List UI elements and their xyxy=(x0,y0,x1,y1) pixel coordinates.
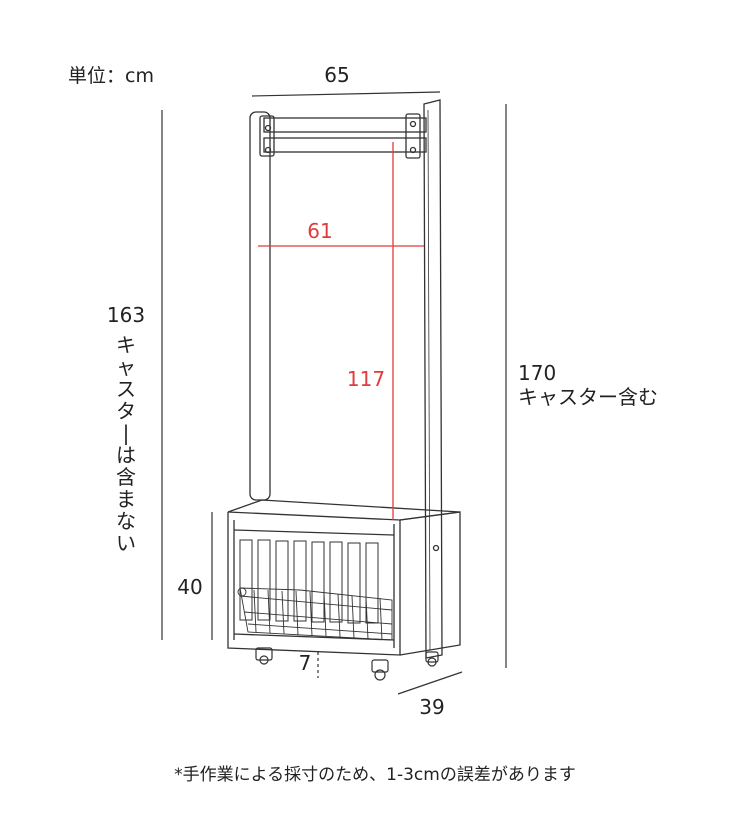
slats xyxy=(239,539,379,624)
depth-label: 39 xyxy=(419,695,444,719)
vertical-char: 含 xyxy=(116,465,136,489)
vertical-char: ス xyxy=(116,377,136,401)
vertical-char: い xyxy=(116,531,136,555)
vertical-char: | xyxy=(122,421,130,445)
vertical-char: ま xyxy=(116,487,136,511)
width-inner-label: 61 xyxy=(307,219,332,243)
vertical-char: ャ xyxy=(116,355,136,379)
height-right-label: 170 xyxy=(518,361,556,385)
right-bracket xyxy=(405,113,421,159)
base-box xyxy=(227,499,461,681)
depth-line xyxy=(397,671,463,695)
rack-frame xyxy=(249,99,443,659)
width-total-label: 65 xyxy=(324,63,349,87)
unit-label: 単位：cm xyxy=(68,65,154,87)
right-upright xyxy=(423,99,443,659)
height-hanging-label: 117 xyxy=(347,367,385,391)
height-left-note: キャスタ|は含まない xyxy=(114,334,138,554)
width-total-line xyxy=(251,91,441,97)
height-right-note: キャスター含む xyxy=(518,385,658,409)
base-height-label: 40 xyxy=(177,575,202,599)
left-upright xyxy=(249,111,271,501)
vertical-char: キ xyxy=(116,333,136,357)
top-bar xyxy=(263,117,427,133)
hanging-bar xyxy=(263,137,427,153)
left-bracket xyxy=(259,115,275,157)
base-front-frame xyxy=(227,512,401,656)
casters xyxy=(255,647,439,681)
footnote: *手作業による採寸のため、1-3cmの誤差があります xyxy=(174,765,576,785)
vertical-char: な xyxy=(116,509,136,533)
wire-basket xyxy=(237,587,393,641)
caster-gap-label: 7 xyxy=(299,651,312,675)
height-left-label: 163 xyxy=(107,303,145,327)
vertical-char: は xyxy=(116,443,136,467)
vertical-char: タ xyxy=(116,399,136,423)
base-side-panel xyxy=(399,511,461,656)
